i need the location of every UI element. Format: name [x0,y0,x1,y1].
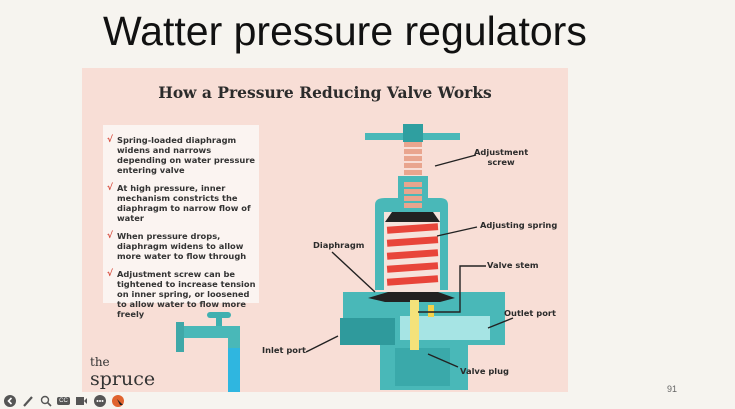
label-line: Adjustment [474,147,529,157]
bullet-box: √Spring-loaded diaphragm widens and narr… [103,125,259,319]
label-outlet-port: Outlet port [504,308,556,318]
label-adjusting-spring: Adjusting spring [480,220,558,230]
camera-icon[interactable] [75,394,88,407]
bullet-text: Spring-loaded diaphragm widens and narro… [117,135,256,175]
bullet-item: √At high pressure, inner mechanism const… [107,183,257,223]
label-valve-stem: Valve stem [487,260,539,270]
logo-line2: spruce [90,368,156,390]
label-line: screw [487,157,515,167]
more-icon[interactable] [93,394,106,407]
pen-icon[interactable] [21,394,34,407]
label-inlet-port: Inlet port [262,345,307,355]
slideshow-toolbar: CC [3,394,124,407]
bullet-text: Adjustment screw can be tightened to inc… [117,269,256,319]
page-number: 91 [667,384,678,394]
zoom-icon[interactable] [39,394,52,407]
bullet-text: At high pressure, inner mechanism constr… [117,183,251,223]
valve-body [340,124,505,390]
check-icon: √ [107,183,114,193]
check-icon: √ [107,231,114,241]
bullet-item: √Spring-loaded diaphragm widens and narr… [107,135,257,175]
spring [386,223,439,286]
faucet-icon [176,312,240,392]
pointer-icon[interactable] [111,394,124,407]
bullet-item: √When pressure drops, diaphragm widens t… [107,231,257,261]
label-diaphragm: Diaphragm [313,240,365,250]
bullet-text: When pressure drops, diaphragm widens to… [117,231,247,261]
slide-title: Watter pressure regulators [103,8,587,54]
logo-line1: the [90,355,110,369]
spruce-logo: the spruce [90,355,155,389]
cc-text: CC [57,396,70,405]
infographic-title: How a Pressure Reducing Valve Works [158,83,492,102]
label-valve-plug: Valve plug [460,366,509,376]
back-icon[interactable] [3,394,16,407]
check-icon: √ [107,135,114,145]
captions-icon[interactable]: CC [57,394,70,407]
check-icon: √ [107,269,114,279]
bullet-item: √Adjustment screw can be tightened to in… [107,269,257,319]
infographic: How a Pressure Reducing Valve Works √Spr… [82,68,568,392]
pointer-arrows [305,154,514,368]
